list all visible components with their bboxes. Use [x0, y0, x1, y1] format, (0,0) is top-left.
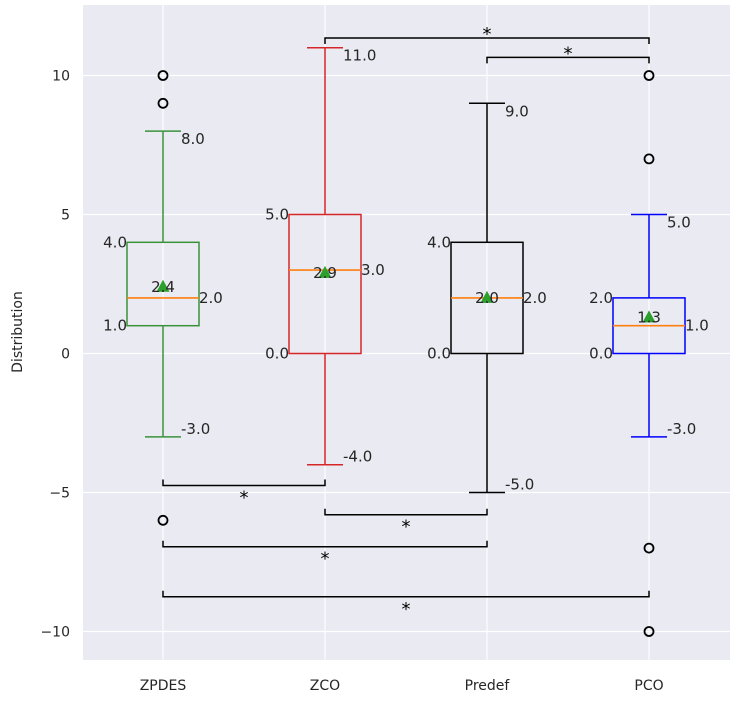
whisker-low-label: -3.0 [181, 420, 210, 438]
whisker-high-label: 8.0 [181, 130, 205, 148]
significance-star: * [483, 24, 492, 45]
box-zpdes: 8.0 -3.0 4.0 1.0 2.0 2.4 [103, 70, 223, 526]
q3-label: 5.0 [265, 206, 289, 224]
x-tick-label: PCO [634, 678, 663, 694]
iqr-box [288, 213, 362, 355]
y-axis-label: Distribution [10, 291, 26, 373]
whisker-low-label: -5.0 [505, 476, 534, 494]
y-tick-labels: 10 5 0 −5 −10 [40, 69, 70, 641]
outlier-point [643, 153, 655, 165]
median-label: 3.0 [361, 261, 385, 279]
significance-bracket: * [324, 24, 650, 45]
mean-label: 2.0 [475, 289, 499, 307]
median-label: 2.0 [523, 289, 547, 307]
significance-bracket: * [162, 590, 650, 620]
outlier-point [157, 514, 169, 526]
mean-label: 2.9 [313, 264, 337, 282]
mean-label: 2.4 [151, 278, 175, 296]
bracket-line [162, 479, 326, 487]
y-tick-label: 0 [61, 347, 70, 363]
bracket-line [486, 56, 650, 64]
box-pco: 5.0 -3.0 2.0 0.0 1.0 1.3 [589, 70, 709, 637]
x-tick-label: ZCO [310, 678, 340, 694]
bracket-line [162, 590, 650, 598]
whisker-low-label: -4.0 [343, 448, 372, 466]
y-tick-label: −10 [40, 625, 70, 641]
outlier-point [157, 97, 169, 109]
whisker-high-label: 9.0 [505, 102, 529, 120]
outlier-point [643, 70, 655, 81]
significance-star: * [564, 43, 573, 64]
outlier-point [157, 70, 169, 81]
significance-star: * [402, 517, 411, 538]
bracket-line [324, 37, 650, 44]
y-tick-label: −5 [49, 486, 70, 502]
median-label: 1.0 [685, 317, 709, 335]
outlier-point [643, 626, 655, 637]
whisker-high-label: 5.0 [667, 214, 691, 232]
significance-bracket: * [324, 508, 488, 538]
q1-label: 0.0 [265, 345, 289, 363]
x-tick-labels: ZPDES ZCO Predef PCO [140, 678, 664, 694]
q1-label: 0.0 [427, 345, 451, 363]
mean-label: 1.3 [637, 308, 661, 326]
bracket-line [162, 540, 488, 548]
x-tick-label: Predef [465, 678, 511, 694]
outlier-point [643, 542, 655, 554]
q3-label: 4.0 [103, 233, 127, 251]
y-tick-label: 10 [52, 69, 70, 85]
significance-bracket: * [486, 43, 650, 64]
bracket-line [324, 508, 488, 516]
mean-marker [642, 310, 656, 323]
q3-label: 4.0 [427, 233, 451, 251]
significance-star: * [240, 488, 249, 509]
mean-marker [156, 279, 170, 292]
box-zco: 11.0 -4.0 5.0 0.0 3.0 2.9 [265, 47, 385, 466]
q1-label: 1.0 [103, 317, 127, 335]
whisker-high-label: 11.0 [343, 47, 376, 65]
median-label: 2.0 [199, 289, 223, 307]
box-predef: 9.0 -5.0 4.0 0.0 2.0 2.0 [427, 102, 547, 493]
q3-label: 2.0 [589, 289, 613, 307]
mean-marker [480, 290, 494, 303]
iqr-box [126, 241, 200, 327]
x-tick-label: ZPDES [140, 678, 187, 694]
significance-brackets: * * * * * * [162, 24, 650, 620]
significance-star: * [402, 599, 411, 620]
significance-star: * [321, 549, 330, 570]
q1-label: 0.0 [589, 345, 613, 363]
plot-area [83, 5, 730, 660]
mean-marker [318, 265, 332, 278]
significance-bracket: * [162, 540, 488, 570]
whisker-low-label: -3.0 [667, 420, 696, 438]
boxes: 8.0 -3.0 4.0 1.0 2.0 2.4 11.0 -4.0 5.0 0.0 3.0 2.9 9… [103, 47, 709, 637]
significance-bracket: * [162, 479, 326, 509]
y-tick-label: 5 [61, 208, 70, 224]
